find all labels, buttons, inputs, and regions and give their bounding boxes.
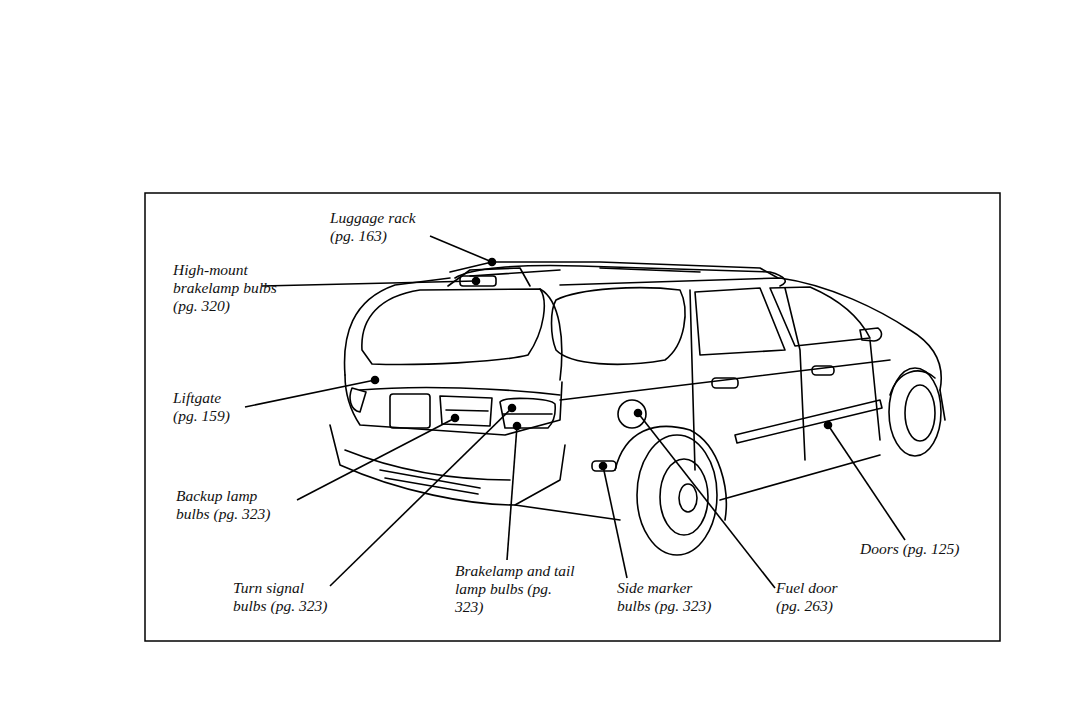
leader-line [330, 408, 512, 586]
callout-label: Liftgate (pg. 159) [173, 389, 248, 425]
callout-label: Luggage rack (pg. 163) [330, 209, 442, 245]
high-mount-brakelamp [448, 268, 530, 286]
leader-dot [600, 463, 607, 470]
fuel-door [618, 400, 646, 428]
rear-wheel-rim [660, 459, 708, 535]
license-plate [390, 394, 430, 428]
bumper-line [345, 450, 510, 480]
front-wheel-rim [905, 385, 935, 441]
leader-line [245, 380, 375, 407]
body-crease [560, 360, 890, 400]
callout-label: Fuel door (pg. 263) [776, 579, 856, 615]
callout-label: Backup lamp bulbs (pg. 323) [176, 487, 284, 523]
leader-line [603, 466, 627, 578]
body-top-line [560, 278, 941, 390]
callout-label: Turn signal bulbs (pg. 323) [233, 579, 341, 615]
bumper-step [380, 470, 480, 494]
liftgate-outline [345, 278, 562, 380]
leader-dot [452, 415, 459, 422]
leader-dot [514, 423, 521, 430]
right-tail-lamp [500, 398, 555, 428]
callout-label: High-mount brakelamp bulbs (pg. 320) [173, 261, 285, 315]
side-marker [592, 461, 616, 471]
rear-panel [345, 375, 562, 435]
liftgate-window [362, 289, 544, 365]
front-tire [889, 368, 941, 456]
leader-line [262, 281, 476, 286]
rear-tire [637, 435, 717, 555]
rear-hub [679, 484, 697, 512]
callout-label: Doors (pg. 125) [860, 540, 959, 558]
frame-border [145, 193, 1000, 641]
callout-label: Brakelamp and tail lamp bulbs (pg. 323) [455, 562, 580, 616]
quarter-window [552, 288, 686, 365]
door-handle [812, 366, 834, 375]
leader-line [638, 413, 775, 588]
callout-label: Side marker bulbs (pg. 323) [617, 579, 725, 615]
body-side-molding [735, 400, 882, 443]
leader-dot [509, 405, 516, 412]
luggage-rack [450, 262, 778, 278]
left-tail-lamp [350, 388, 366, 412]
leader-dot [635, 410, 642, 417]
leader-line [507, 426, 517, 560]
leader-dot [825, 422, 832, 429]
rear-door-window [695, 288, 785, 355]
rocker-line [515, 390, 945, 520]
leader-dot [372, 377, 379, 384]
leader-dot [473, 278, 480, 285]
front-door-window [770, 287, 870, 346]
leader-line [430, 236, 492, 262]
door-seam [690, 288, 880, 470]
side-mirror [860, 328, 881, 341]
rear-wheel-arch [615, 426, 726, 520]
leader-line [828, 425, 905, 540]
door-handle [712, 378, 738, 388]
liftgate-seam [360, 388, 560, 395]
leader-dot [489, 259, 496, 266]
